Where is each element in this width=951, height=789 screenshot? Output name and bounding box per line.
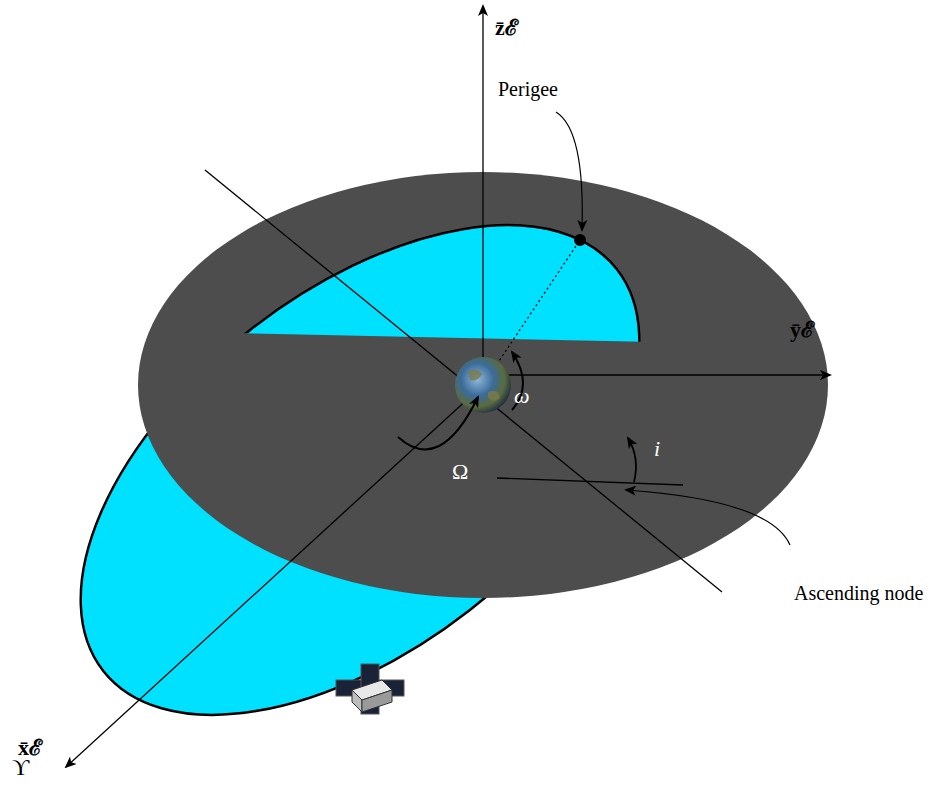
earth-land — [468, 369, 500, 401]
y-axis — [483, 374, 830, 375]
orbit-plane-upper — [0, 129, 726, 789]
inclination-arc — [628, 438, 636, 482]
axis-label: ȳℰ — [790, 318, 814, 342]
raan-arc — [398, 397, 478, 449]
leader-line — [556, 112, 582, 230]
callout-label: Perigee — [498, 78, 558, 100]
angle-label: i — [654, 437, 660, 461]
earth — [455, 357, 511, 413]
line-of-nodes — [205, 170, 722, 592]
angle-label: Ω — [452, 460, 468, 484]
symbol-label: ϒ — [12, 754, 29, 780]
x-axis — [66, 385, 483, 767]
leader-line — [626, 490, 790, 545]
callout-label: Ascending node — [794, 582, 923, 604]
angle-label: ω — [514, 384, 530, 408]
z-axis — [482, 6, 483, 385]
reference-line — [497, 478, 683, 485]
satellite — [336, 664, 404, 714]
perigee-dot — [574, 234, 586, 246]
axis-label: z̄ℰ — [495, 16, 518, 40]
